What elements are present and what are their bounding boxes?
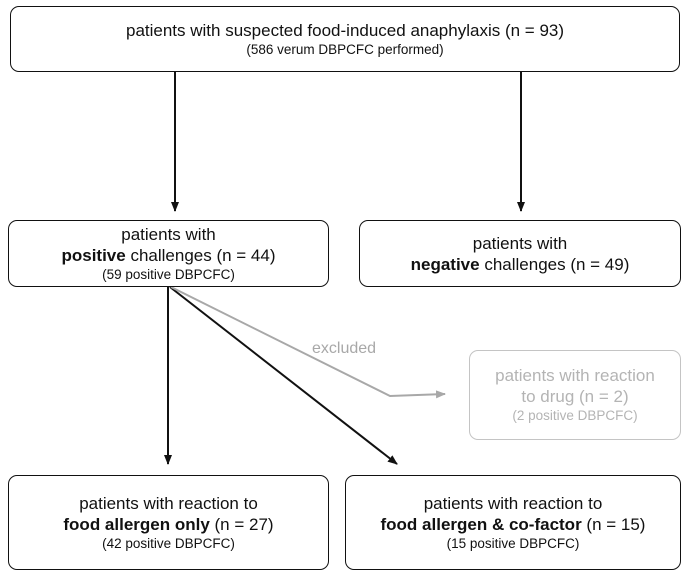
- positive-line3: (59 positive DBPCFC): [102, 266, 235, 282]
- positive-bold: positive: [61, 245, 126, 265]
- food-only-bold: food allergen only: [63, 514, 210, 534]
- food-allergen-only-box: patients with reaction to food allergen …: [8, 475, 329, 570]
- negative-bold: negative: [410, 254, 480, 274]
- drug-line2: to drug (n = 2): [521, 387, 629, 406]
- negative-line1: patients with: [472, 233, 568, 253]
- arrow-positive-to-cofactor: [169, 286, 398, 465]
- positive-rest: challenges (n = 44): [125, 245, 276, 265]
- suspected-anaphylaxis-subtitle: (586 verum DBPCFC performed): [246, 41, 444, 57]
- cofactor-rest: (n = 15): [581, 514, 646, 534]
- excluded-label: excluded: [312, 340, 377, 357]
- drug-line3: (2 positive DBPCFC): [512, 408, 638, 423]
- food-allergen-cofactor-box: patients with reaction to food allergen …: [345, 475, 681, 570]
- negative-challenges-box: patients with negative challenges (n = 4…: [359, 220, 681, 287]
- food-only-rest: (n = 27): [209, 514, 274, 534]
- cofactor-bold: food allergen & co-factor: [380, 514, 582, 534]
- negative-line2: negative challenges (n = 49): [411, 254, 630, 275]
- drug-line1: patients with reaction: [495, 366, 655, 385]
- suspected-anaphylaxis-title: patients with suspected food-induced ana…: [125, 20, 565, 40]
- food-only-line3: (42 positive DBPCFC): [102, 535, 235, 551]
- arrow-excluded-to-drug: [170, 286, 446, 399]
- negative-rest: challenges (n = 49): [479, 254, 630, 274]
- food-only-line2: food allergen only (n = 27): [63, 514, 273, 535]
- cofactor-line2: food allergen & co-factor (n = 15): [381, 514, 646, 535]
- cofactor-line1: patients with reaction to: [423, 493, 603, 513]
- suspected-anaphylaxis-box: patients with suspected food-induced ana…: [10, 6, 680, 72]
- positive-line2: positive challenges (n = 44): [61, 245, 275, 266]
- positive-line1: patients with: [121, 224, 216, 244]
- drug-reaction-box: patients with reaction to drug (n = 2) (…: [469, 350, 681, 440]
- food-only-line1: patients with reaction to: [79, 493, 258, 513]
- positive-challenges-box: patients with positive challenges (n = 4…: [8, 220, 329, 287]
- cofactor-line3: (15 positive DBPCFC): [446, 535, 580, 551]
